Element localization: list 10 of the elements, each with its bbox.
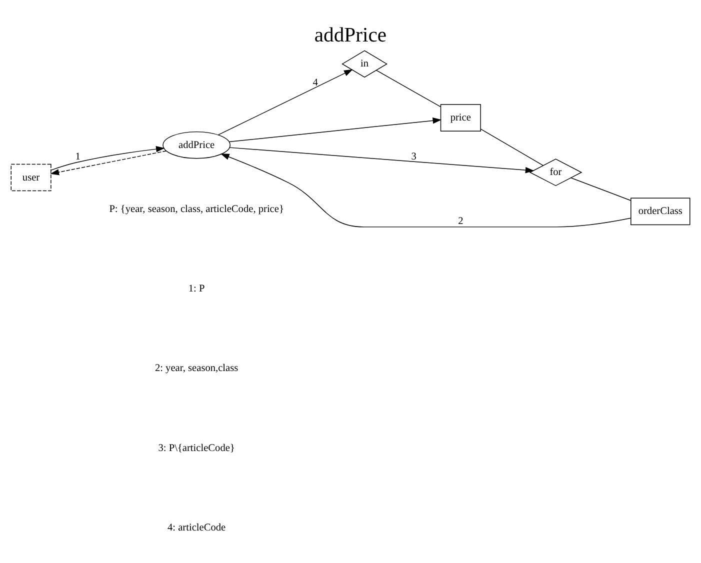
label: 3: P\{articleCode} [158, 442, 235, 454]
label: 4: articleCode [168, 522, 226, 534]
edge-label: 2 [458, 216, 464, 228]
label: 2: year, season,class [154, 363, 238, 374]
diagram-title: addPrice [314, 24, 387, 46]
edge-label: 3 [411, 151, 416, 162]
label: P: {year, season, class, articleCode, price} [109, 204, 284, 215]
label: 1: P [188, 284, 205, 295]
edge-label: 1 [75, 151, 80, 162]
edge-label: 4 [312, 78, 318, 89]
